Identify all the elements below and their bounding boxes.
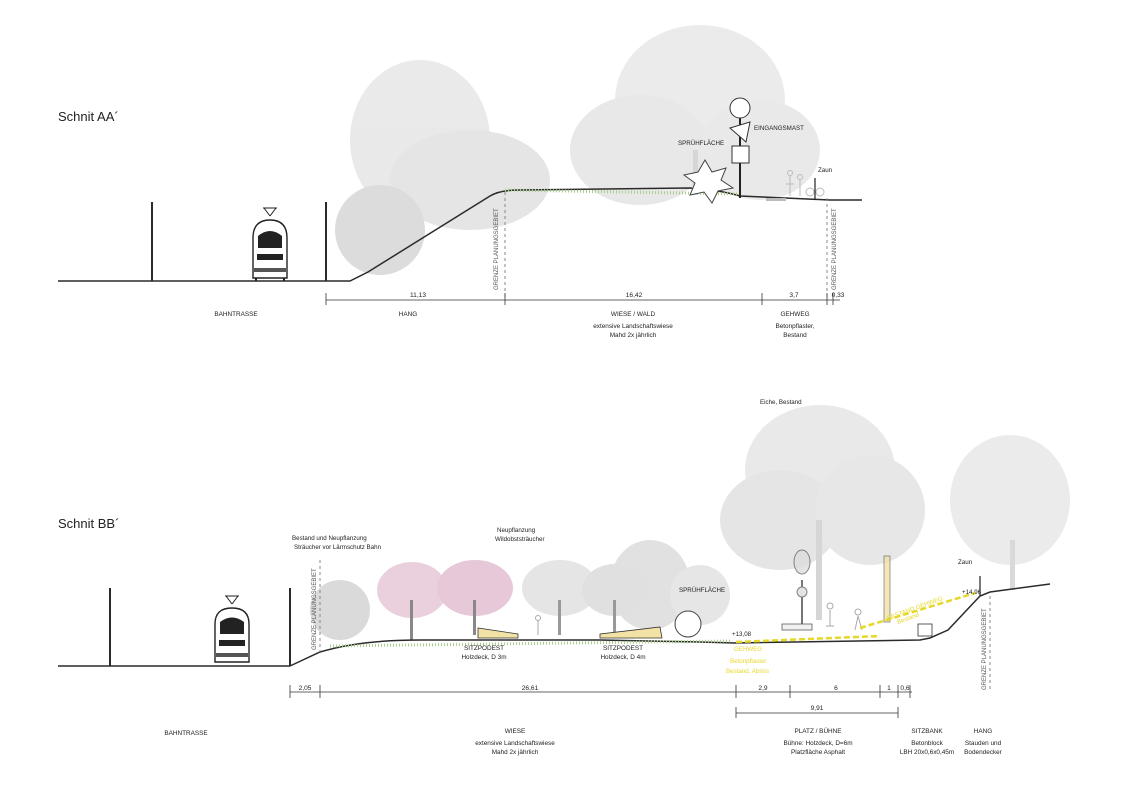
svg-text:Mahd 2x jährlich: Mahd 2x jährlich — [492, 749, 539, 756]
aa-dimension-line — [325, 293, 840, 305]
bb-bench — [917, 623, 933, 637]
bb-zone-platz: PLATZ / BÜHNE — [794, 727, 841, 735]
svg-text:GRENZE PLANUNGSGEBIET: GRENZE PLANUNGSGEBIET — [832, 208, 838, 290]
svg-text:GRENZE PLANUNGSGEBIET: GRENZE PLANUNGSGEBIET — [494, 208, 500, 290]
aa-boundary-left: GRENZE PLANUNGSGEBIET — [494, 192, 506, 300]
bb-ground-line — [289, 583, 1051, 667]
svg-text:Bestand und Neupflanzung: Bestand und Neupflanzung — [292, 535, 367, 542]
svg-text:GRENZE PLANUNGSGEBIET: GRENZE PLANUNGSGEBIET — [312, 568, 318, 650]
bb-zone-hang: HANG — [974, 728, 992, 735]
svg-text:9,91: 9,91 — [811, 705, 824, 712]
svg-text:Bestand: Bestand — [783, 332, 807, 339]
svg-text:2,05: 2,05 — [299, 685, 312, 692]
svg-text:6: 6 — [834, 685, 838, 692]
svg-text:Betonpflaster,: Betonpflaster, — [775, 323, 814, 330]
svg-text:26,61: 26,61 — [522, 685, 539, 692]
svg-text:Betonblock: Betonblock — [911, 740, 943, 747]
section-bb: Schnit BB´ — [58, 399, 1070, 756]
svg-text:Bodendecker: Bodendecker — [964, 749, 1003, 756]
bb-zone-sitzbank: SITZBANK — [911, 728, 943, 735]
svg-text:0,6: 0,6 — [900, 685, 909, 692]
aa-spray-surface: SPRÜHFLÄCHE — [678, 140, 735, 204]
bb-oak-label: Eiche, Bestand — [760, 399, 802, 406]
bb-grass — [329, 639, 731, 648]
svg-text:LBH 20x0,6x0,45m: LBH 20x0,6x0,45m — [900, 749, 954, 756]
svg-text:Zaun: Zaun — [958, 559, 973, 566]
aa-dim-hang: 11,13 — [410, 292, 426, 299]
svg-text:Bestand, Abriss: Bestand, Abriss — [726, 668, 769, 675]
svg-text:1: 1 — [887, 685, 891, 692]
aa-dim-edge: 0,33 — [832, 292, 845, 299]
aa-train-icon — [252, 207, 288, 281]
aa-entrance-mast: EINGANGSMAST — [728, 97, 804, 198]
bb-stage-mast — [781, 549, 891, 631]
aa-fence: Zaun — [814, 167, 833, 200]
bb-fence: Zaun — [958, 559, 981, 596]
svg-text:Neupflanzung: Neupflanzung — [497, 527, 536, 534]
bb-level-left: +13,08 — [732, 631, 752, 638]
svg-text:extensive Landschaftswiese: extensive Landschaftswiese — [593, 323, 673, 330]
bb-seat-deck-1: SITZPODEST Holzdeck, D 3m — [461, 627, 519, 661]
svg-text:Zaun: Zaun — [818, 167, 833, 174]
aa-dim-wiese: 16,42 — [626, 292, 643, 299]
aa-zone-gehweg: GEHWEG — [780, 311, 809, 318]
aa-boundary-right: GRENZE PLANUNGSGEBIET — [826, 198, 838, 300]
section-aa-title: Schnit AA´ — [58, 109, 119, 124]
svg-text:SITZPODEST: SITZPODEST — [464, 645, 504, 652]
svg-text:GEHWEG: GEHWEG — [734, 646, 762, 653]
bb-spray-surface: SPRÜHFLÄCHE — [674, 587, 725, 638]
svg-text:Betonpflaster: Betonpflaster — [730, 658, 766, 665]
bb-boundary-right: GRENZE PLANUNGSGEBIET — [982, 596, 991, 690]
svg-text:Holzdeck, D 4m: Holzdeck, D 4m — [600, 654, 645, 661]
aa-zone-bahntrasse: BAHNTRASSE — [214, 311, 257, 318]
aa-train-trench — [58, 202, 327, 282]
bb-boundary-left: GRENZE PLANUNGSGEBIET — [312, 560, 321, 652]
svg-text:SITZPODEST: SITZPODEST — [603, 645, 643, 652]
section-aa: Schnit AA´ — [58, 25, 862, 339]
bb-train-icon — [214, 595, 250, 663]
bb-zone-bahntrasse: BAHNTRASSE — [164, 730, 207, 737]
bb-zone-wiese: WIESE — [505, 728, 526, 735]
bb-level-right: +14,96 — [962, 589, 982, 596]
bb-blossom-trees — [377, 560, 648, 640]
bb-seat-deck-2: SITZPODEST Holzdeck, D 4m — [599, 626, 663, 661]
svg-text:EINGANGSMAST: EINGANGSMAST — [754, 125, 804, 132]
svg-text:Bühne: Holzdeck, D=6m: Bühne: Holzdeck, D=6m — [783, 740, 852, 747]
bb-dimension-line — [289, 685, 912, 718]
aa-sidewalk-figures — [766, 170, 825, 201]
svg-text:SPRÜHFLÄCHE: SPRÜHFLÄCHE — [679, 587, 725, 594]
bb-train-trench — [58, 588, 291, 667]
svg-text:extensive Landschaftswiese: extensive Landschaftswiese — [475, 740, 555, 747]
svg-text:Stauden und: Stauden und — [965, 740, 1002, 747]
svg-text:Platzfläche Asphalt: Platzfläche Asphalt — [791, 749, 845, 756]
svg-text:GRENZE PLANUNGSGEBIET: GRENZE PLANUNGSGEBIET — [982, 608, 988, 690]
bb-background-trees — [310, 405, 1070, 640]
svg-text:Mahd 2x jährlich: Mahd 2x jährlich — [610, 332, 657, 339]
aa-zone-wiese: WIESE / WALD — [611, 311, 656, 318]
section-bb-title: Schnit BB´ — [58, 516, 119, 531]
aa-grass — [504, 188, 741, 196]
aa-zone-hang: HANG — [399, 311, 417, 318]
aa-dim-gehweg: 3,7 — [789, 292, 798, 299]
svg-text:Wildobststräucher: Wildobststräucher — [495, 536, 545, 543]
svg-text:2,9: 2,9 — [758, 685, 767, 692]
svg-text:Holzdeck, D 3m: Holzdeck, D 3m — [461, 654, 506, 661]
svg-text:Sträucher vor Lärmschutz Bahn: Sträucher vor Lärmschutz Bahn — [294, 544, 382, 551]
svg-text:SPRÜHFLÄCHE: SPRÜHFLÄCHE — [678, 140, 724, 147]
